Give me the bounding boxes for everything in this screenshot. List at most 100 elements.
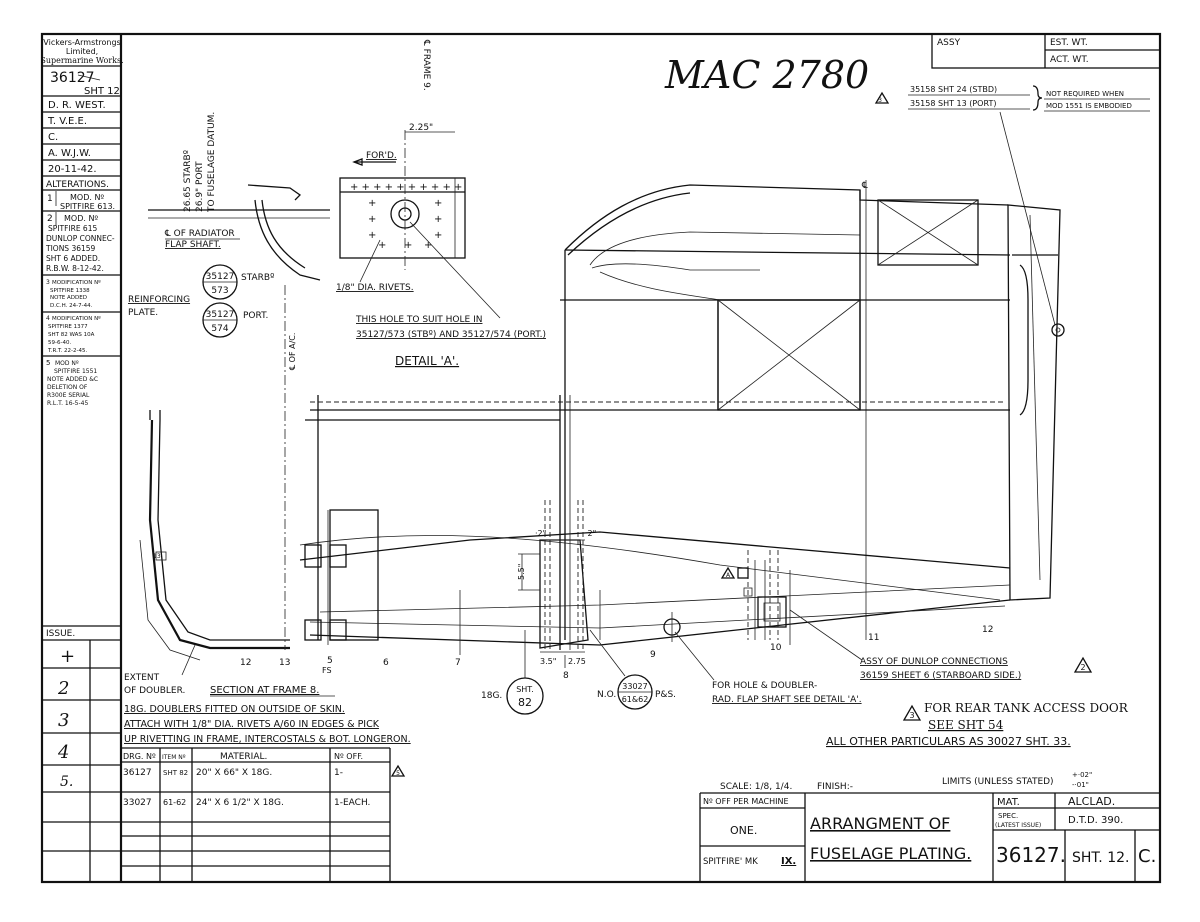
radiator-flap-detail: 26.65 STARBº 26.9" PORT TO FUSELAGE DATU…	[148, 112, 330, 281]
frame-num-10: 10	[770, 643, 782, 653]
approved-by: A. W.J.W.	[48, 148, 91, 159]
hole-note-1: THIS HOLE TO SUIT HOLE IN	[355, 315, 482, 325]
mod-note-not-required: NOT REQUIRED WHEN	[1046, 90, 1124, 98]
bubble-33027-top: 33027	[622, 682, 647, 691]
issue-heading: ISSUE.	[46, 629, 75, 639]
alt1-number: 1	[47, 194, 53, 204]
rear-tank-note: 3 FOR REAR TANK ACCESS DOOR SEE SHT 54 A…	[826, 701, 1129, 748]
limits-label: LIMITS (UNLESS STATED)	[942, 777, 1054, 787]
alt3-number: 3	[46, 279, 50, 286]
r1-item: SHT 82	[163, 769, 188, 777]
spec-value: D.T.D. 390.	[1068, 815, 1123, 826]
machine-label: SPITFIRE' MK	[703, 857, 758, 867]
r2-mat: 24" X 6 1/2" X 18G.	[196, 798, 284, 808]
qty-value: ONE.	[730, 824, 757, 837]
tol-minus: -·01"	[1072, 781, 1089, 789]
issue-mark-1: +	[60, 646, 75, 667]
alt2-number: 2	[47, 214, 53, 224]
alt5-line2: SPITFIRE 1551	[54, 368, 97, 375]
sht82-bot: 82	[518, 696, 532, 709]
frame9-label: ℄ FRAME 9.	[421, 39, 431, 91]
frame-num-12a: 12	[240, 658, 251, 668]
assy-dunlop-2: 36159 SHEET 6 (STARBOARD SIDE.)	[860, 671, 1021, 681]
act-wt-label: ACT. WT.	[1050, 55, 1089, 65]
issue-mark-2: 2	[57, 678, 69, 699]
mat-value: ALCLAD.	[1068, 795, 1115, 808]
svg-text:+: +	[404, 240, 412, 251]
r1-off: 1-	[334, 768, 343, 778]
th-material: MATERIAL.	[220, 752, 267, 762]
frame-num-7: 7	[455, 658, 461, 668]
mod-note-line2: 35158 SHT 13 (PORT)	[910, 99, 996, 108]
parts-list-table: DRG. Nº ITEM Nº MATERIAL. Nº OFF. 36127 …	[121, 747, 406, 882]
issue-mark-5: 5.	[60, 774, 73, 790]
frame-num-11: 11	[868, 633, 879, 643]
alt1-line1: MOD. Nº	[70, 193, 104, 202]
frame-num-9: 9	[650, 650, 656, 660]
section-title: SECTION AT FRAME 8.	[210, 685, 319, 696]
alt2-line4: TIONS 36159	[45, 244, 96, 253]
rev3-flag: 3	[909, 711, 914, 720]
spec-label-2: (LATEST ISSUE)	[995, 822, 1041, 829]
machine-mark: IX.	[781, 856, 796, 867]
for-hole-2: RAD. FLAP SHAFT SEE DETAIL 'A'.	[712, 695, 862, 705]
svg-text:+: +	[434, 214, 442, 225]
alt5-line1: MOD Nº	[55, 360, 79, 367]
bubble-starb-top: 35127	[206, 272, 235, 282]
rear-tank-1: FOR REAR TANK ACCESS DOOR	[924, 701, 1129, 715]
note-line-1: 18G. DOUBLERS FITTED ON OUTSIDE OF SKIN.	[124, 704, 345, 715]
datum-ref: TO FUSELAGE DATUM.	[207, 112, 217, 213]
alt4-line5: T.R.T. 22-2-45.	[47, 348, 87, 354]
handwritten-drawing-number: MAC 2780	[664, 53, 869, 97]
issue-mark-3: 3	[58, 710, 69, 731]
alt4-line3: SHT 82 WAS 10A	[48, 332, 95, 338]
dim-225: 2.25"	[409, 123, 433, 133]
part-bubble-33027: N.O. 33027 61&62 P&S.	[589, 629, 676, 710]
note-line-3: UP RIVETTING IN FRAME, INTERCOSTALS & BO…	[124, 734, 411, 745]
th-drg-no: DRG. Nº	[123, 752, 156, 761]
radiator-label-1: ℄ OF RADIATOR	[164, 229, 235, 239]
table-rev-flag: 5	[396, 770, 400, 777]
port-label: PORT.	[243, 311, 268, 321]
part-bubble-port: 35127 574 PORT.	[202, 302, 268, 338]
radiator-label-2: FLAP SHAFT.	[165, 240, 221, 250]
bubble-starb-bot: 573	[211, 286, 228, 296]
alt5-line4: DELETION OF	[47, 384, 88, 391]
datum-port: 26.9" PORT	[195, 161, 205, 212]
mod-note-mod: MOD 1551 IS EMBODIED	[1046, 102, 1132, 110]
hole-doubler-callout: FOR HOLE & DOUBLER- RAD. FLAP SHAFT SEE …	[674, 631, 862, 705]
svg-text:+: +	[368, 214, 376, 225]
drawing-title-2: FUSELAGE PLATING.	[810, 844, 971, 863]
company-line-2: Limited,	[66, 47, 98, 56]
datum-starb: 26.65 STARBº	[183, 150, 193, 212]
svg-text:+: +	[368, 198, 376, 209]
mod-note-line1: 35158 SHT 24 (STBD)	[910, 85, 997, 94]
ford-label: FOR'D.	[366, 151, 397, 161]
alt2-line6: R.B.W. 8-12-42.	[46, 264, 104, 273]
bubble-33027-bot: 61&62	[622, 695, 649, 704]
cl-mark-frame11: ℄	[861, 181, 868, 191]
company-line-1: Vickers-Armstrongs	[43, 38, 120, 47]
rear-tank-2: SEE SHT 54	[928, 718, 1004, 732]
assy-dunlop-1: ASSY OF DUNLOP CONNECTIONS	[860, 657, 1008, 667]
svg-text:+: +	[434, 230, 442, 241]
alt2-line3: DUNLOP CONNEC-	[46, 234, 115, 243]
title-sheet: SHT. 12.	[1072, 850, 1129, 866]
reinforcing-label-1: REINFORCING	[128, 295, 190, 305]
bubble-port-bot: 574	[211, 324, 228, 334]
general-notes: 18G. DOUBLERS FITTED ON OUTSIDE OF SKIN.…	[124, 704, 411, 745]
no-pre: N.O.	[597, 690, 616, 700]
svg-text:+: +	[434, 198, 442, 209]
sht82-pre: 18G.	[481, 691, 502, 701]
drawing-title-1: ARRANGMENT OF	[810, 814, 950, 833]
frame-num-8: 8	[563, 671, 569, 681]
frame-num-12b: 12	[982, 625, 993, 635]
dim-2b: ·2"	[585, 529, 596, 538]
tol-plus: +·02"	[1072, 771, 1092, 779]
assy-label: ASSY	[937, 38, 961, 48]
fuselage-side-view: ℄	[240, 180, 1065, 681]
issue-date: 20-11-42.	[48, 164, 97, 175]
hole-note-2: 35127/573 (STBº) AND 35127/574 (PORT.)	[356, 330, 546, 340]
sht82-callout: 18G. SHT. 82	[481, 630, 544, 715]
drawn-by: D. R. WEST.	[48, 100, 106, 111]
